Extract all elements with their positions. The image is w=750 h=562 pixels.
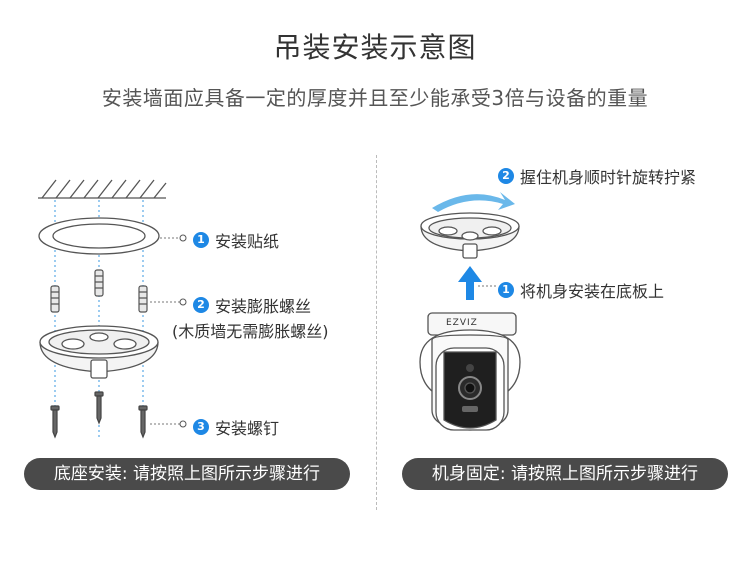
step-number-badge: 2 bbox=[193, 297, 209, 313]
ceiling-hatch bbox=[38, 179, 167, 199]
step-number-badge: 2 bbox=[498, 168, 514, 184]
step-number-badge: 3 bbox=[193, 419, 209, 435]
step-label: 安装膨胀螺丝 bbox=[215, 297, 312, 316]
screws bbox=[50, 391, 148, 439]
leader-dots-left bbox=[179, 234, 187, 428]
left-step-anchors: 2 安装膨胀螺丝 bbox=[193, 293, 311, 317]
right-step-mount: 1 将机身安装在底板上 bbox=[498, 278, 664, 302]
step-label: 握住机身顺时针旋转拧紧 bbox=[520, 168, 697, 187]
base-plate bbox=[39, 325, 159, 379]
step-label: 安装贴纸 bbox=[215, 232, 280, 251]
page-subtitle: 安装墙面应具备一定的厚度并且至少能承受3倍与设备的重量 bbox=[101, 86, 649, 110]
left-step-screws: 3 安装螺钉 bbox=[193, 415, 279, 439]
left-step-anchors-note: (木质墙无需膨胀螺丝) bbox=[172, 322, 329, 341]
leader-lines-left bbox=[150, 237, 180, 425]
camera-logo: EZVIZ bbox=[446, 318, 478, 328]
mounted-base-plate bbox=[420, 212, 520, 259]
right-caption-pill: 机身固定: 请按照上图所示步骤进行 bbox=[402, 458, 728, 490]
sticker-ring bbox=[38, 217, 160, 255]
left-step-sticker: 1 安装贴纸 bbox=[193, 228, 279, 252]
right-step-rotate: 2 握住机身顺时针旋转拧紧 bbox=[498, 164, 696, 188]
up-arrow-icon bbox=[458, 266, 482, 300]
section-divider bbox=[376, 155, 377, 510]
step-number-badge: 1 bbox=[498, 282, 514, 298]
expansion-anchors bbox=[50, 269, 148, 313]
step-number-badge: 1 bbox=[193, 232, 209, 248]
step-label: 将机身安装在底板上 bbox=[520, 282, 665, 301]
left-caption-pill: 底座安装: 请按照上图所示步骤进行 bbox=[24, 458, 350, 490]
camera-body bbox=[419, 312, 521, 431]
page-title: 吊装安装示意图 bbox=[273, 31, 477, 64]
step-label: 安装螺钉 bbox=[215, 419, 280, 438]
rotate-arrow-icon bbox=[432, 192, 515, 212]
